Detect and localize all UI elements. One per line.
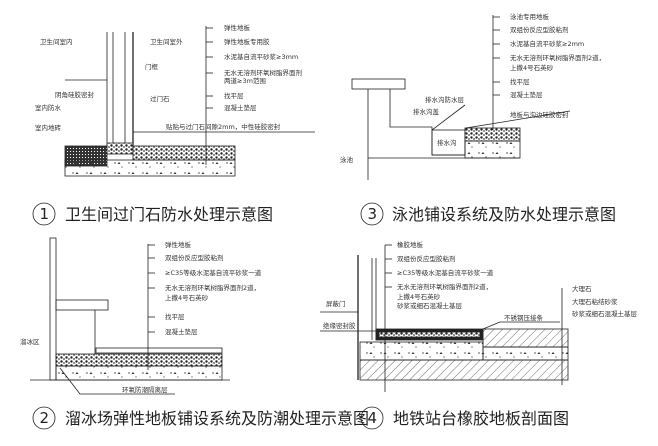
note-label: 排水沟防水层 (425, 95, 465, 104)
layer-label: 弹性地板 (165, 240, 192, 249)
note-label: 环氧防潮隔离层 (122, 385, 168, 394)
layer-label: 无水无溶剂环氧树脂界面剂2道， (397, 282, 492, 291)
layer-label: ≥C35等级水泥基自流平砂浆一道 (397, 268, 494, 277)
note-label: 排水沟盖 (413, 107, 440, 116)
layer-label: 两道≥3m范围 (224, 76, 266, 85)
layer-label: 橡胶地板 (397, 240, 424, 249)
layer-label: 泳池专用地板 (510, 12, 550, 21)
pool-section (351, 15, 571, 180)
layer-label: 找平层 (224, 91, 244, 100)
layer-label: 双组份反应型胶粘剂 (165, 253, 224, 262)
note-label: 阴角硅胶密封 (55, 90, 95, 99)
layer-label: 无水无溶剂环氧树脂界面剂2道， (510, 53, 605, 62)
diagram-number: 2 (40, 409, 50, 427)
layer-label: 水泥基自流平砂浆≥3mm (224, 52, 298, 61)
layer-label: 无水无溶剂环氧树脂界面剂 (224, 68, 302, 77)
note-label: 室内防水 (35, 103, 62, 112)
diagram-caption: 溜冰场弹性地板铺设系统及防潮处理示意图 (65, 409, 369, 428)
layer-label: 上撒4号石英砂 (510, 63, 554, 72)
layer-label: 上撒4号石英砂 (165, 293, 209, 302)
diagram-number: 3 (368, 205, 378, 223)
layer-label: 弹性地板专用胶 (224, 37, 270, 46)
note-label: 卫生间室内 (40, 37, 73, 46)
diagram-caption: 地铁站台橡胶地板剖面图 (393, 409, 569, 428)
subway-platform-section (320, 245, 569, 392)
layer-label: 混凝土垫层 (165, 327, 198, 336)
note-label: 泳池 (340, 155, 354, 164)
layer-label: 双组份反应型胶粘剂 (510, 25, 569, 34)
layer-label: 上撒4号石英砂 (397, 292, 441, 301)
layer-label: 找平层 (165, 312, 185, 321)
note-label: 贴贴与过门石间隙2mm，中性硅胶密封 (166, 122, 281, 131)
note-label: 绝缘密封胶 (323, 321, 356, 330)
bathroom-threshold-section (64, 26, 315, 177)
note-label: 地板与沟边硅胶密封 (510, 110, 569, 119)
diagram-number: 4 (368, 409, 378, 427)
note-label: 溜冰区 (20, 337, 40, 346)
diagram-caption: 卫生间过门石防水处理示意图 (65, 205, 273, 224)
note-label: 屏蔽门 (326, 299, 346, 308)
layer-label: 混凝土垫层 (224, 103, 257, 112)
note-label: 门框 (145, 62, 159, 71)
layer-label: 弹性地板 (224, 23, 251, 32)
diagram-number: 1 (40, 205, 50, 223)
layer-label: 砂浆或细石混凝土基层 (397, 301, 463, 310)
note-label: 不锈钢压接条 (504, 313, 544, 322)
layer-label: 无水无溶剂环氧树脂界面剂2道， (165, 283, 260, 292)
layer-label: ≥C35等级水泥基自流平砂浆一道 (165, 268, 262, 277)
layer-label: 找平层 (510, 77, 530, 86)
note-label: 排水沟 (437, 138, 457, 147)
note-label: 大理石粘结砂浆 (572, 297, 618, 306)
layer-label: 水泥基自流平砂浆≥2mm (510, 39, 584, 48)
note-label: 过门石 (150, 94, 170, 103)
note-label: 卫生间室外 (150, 37, 183, 46)
layer-label: 混凝土垫层 (510, 90, 543, 99)
note-label: 大理石 (572, 284, 592, 293)
layer-label: 双组份反应型胶粘剂 (397, 254, 456, 263)
diagram-caption: 泳池铺设系统及防水处理示意图 (392, 205, 616, 224)
note-label: 室内地砖 (35, 123, 62, 132)
note-label: 砂浆或细石混凝土基层 (572, 309, 638, 318)
ice-rink-section (30, 237, 230, 395)
